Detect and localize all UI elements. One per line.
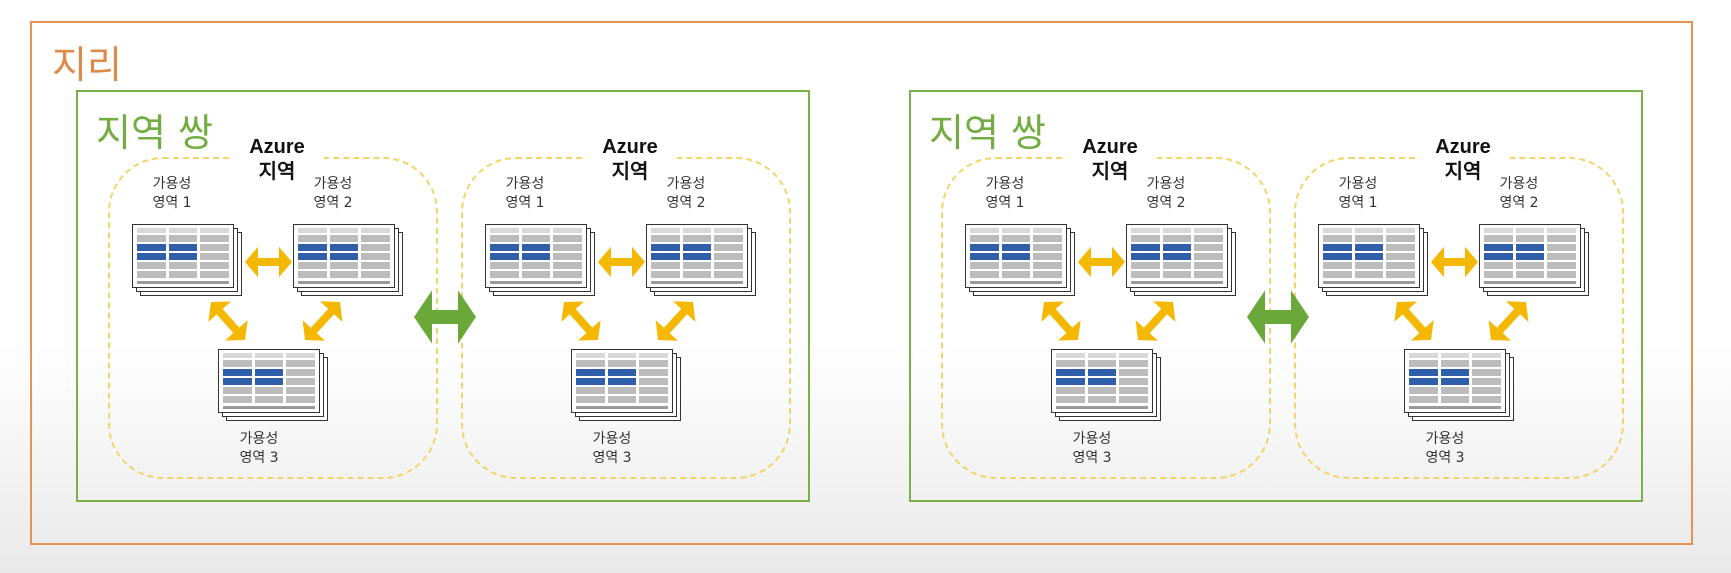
azure-region-title-line1: Azure [602,136,658,158]
zone-link-arrow [1041,301,1081,341]
zone-link-arrow [1488,301,1529,341]
azure-region-title: Azure 지역 [1416,135,1510,185]
datacenter-rack-icon [1318,224,1428,296]
availability-zone-label-line1: 가용성 [592,431,632,447]
availability-zone-label-line1: 가용성 [1338,176,1378,192]
zone-link-arrow [208,301,248,341]
datacenter-rack-icon [571,349,681,421]
availability-zone-label-line1: 가용성 [152,176,192,192]
availability-zone-label-line2: 영역 2 [313,195,353,211]
availability-zone-label-line2: 영역 2 [1146,195,1186,211]
region-pair-boundary [909,90,1643,502]
region-link-arrow [414,290,476,344]
zone-link-arrow [655,301,696,341]
availability-zone-label-line1: 가용성 [239,431,279,447]
availability-zone-label-line2: 영역 1 [1338,195,1378,211]
availability-zone-label-line1: 가용성 [985,176,1025,192]
azure-region-title: Azure 지역 [1063,135,1157,185]
datacenter-rack-icon [646,224,756,296]
availability-zone-label-line1: 가용성 [666,176,706,192]
geography-title: 지리 [52,43,122,87]
azure-region-title: Azure 지역 [230,135,324,185]
azure-region-title-line1: Azure [249,136,305,158]
azure-region-title-line2: 지역 [1091,161,1129,183]
datacenter-rack-icon [1479,224,1589,296]
availability-zone-label-line2: 영역 1 [505,195,545,211]
azure-region-title: Azure 지역 [583,135,677,185]
region-pair-boundary [76,90,810,502]
region-pair-title: 지역 쌍 [929,111,1046,155]
datacenter-rack-icon [218,349,328,421]
datacenter-rack-icon [293,224,403,296]
availability-zone-label-line1: 가용성 [1146,176,1186,192]
azure-region-title-line1: Azure [1435,136,1491,158]
zone-link-arrow [598,246,645,278]
availability-zone-label-line1: 가용성 [505,176,545,192]
availability-zone-label-line2: 영역 1 [985,195,1025,211]
datacenter-rack-icon [1051,349,1161,421]
datacenter-rack-icon [965,224,1075,296]
zone-link-arrow [1135,301,1176,341]
region-link-arrow [1247,290,1309,344]
availability-zone-label-line2: 영역 2 [1499,195,1539,211]
zone-link-arrow [245,246,292,278]
azure-region-title-line2: 지역 [1444,161,1482,183]
availability-zone-label-line2: 영역 3 [1425,450,1465,466]
zone-link-arrow [302,301,343,341]
azure-region-title-line1: Azure [1082,136,1138,158]
geography-boundary [30,21,1693,545]
availability-zone-label-line1: 가용성 [313,176,353,192]
azure-region-title-line2: 지역 [258,161,296,183]
zone-link-arrow [561,301,601,341]
availability-zone-label-line2: 영역 1 [152,195,192,211]
availability-zone-label-line2: 영역 3 [592,450,632,466]
zone-link-arrow [1078,246,1125,278]
availability-zone-label-line2: 영역 2 [666,195,706,211]
datacenter-rack-icon [485,224,595,296]
zone-link-arrow [1394,301,1434,341]
datacenter-rack-icon [132,224,242,296]
azure-region-title-line2: 지역 [611,161,649,183]
datacenter-rack-icon [1404,349,1514,421]
availability-zone-label-line2: 영역 3 [1072,450,1112,466]
zone-link-arrow [1431,246,1478,278]
availability-zone-label-line2: 영역 3 [239,450,279,466]
availability-zone-label-line1: 가용성 [1072,431,1112,447]
datacenter-rack-icon [1126,224,1236,296]
region-pair-title: 지역 쌍 [96,111,213,155]
availability-zone-label-line1: 가용성 [1499,176,1539,192]
availability-zone-label-line1: 가용성 [1425,431,1465,447]
